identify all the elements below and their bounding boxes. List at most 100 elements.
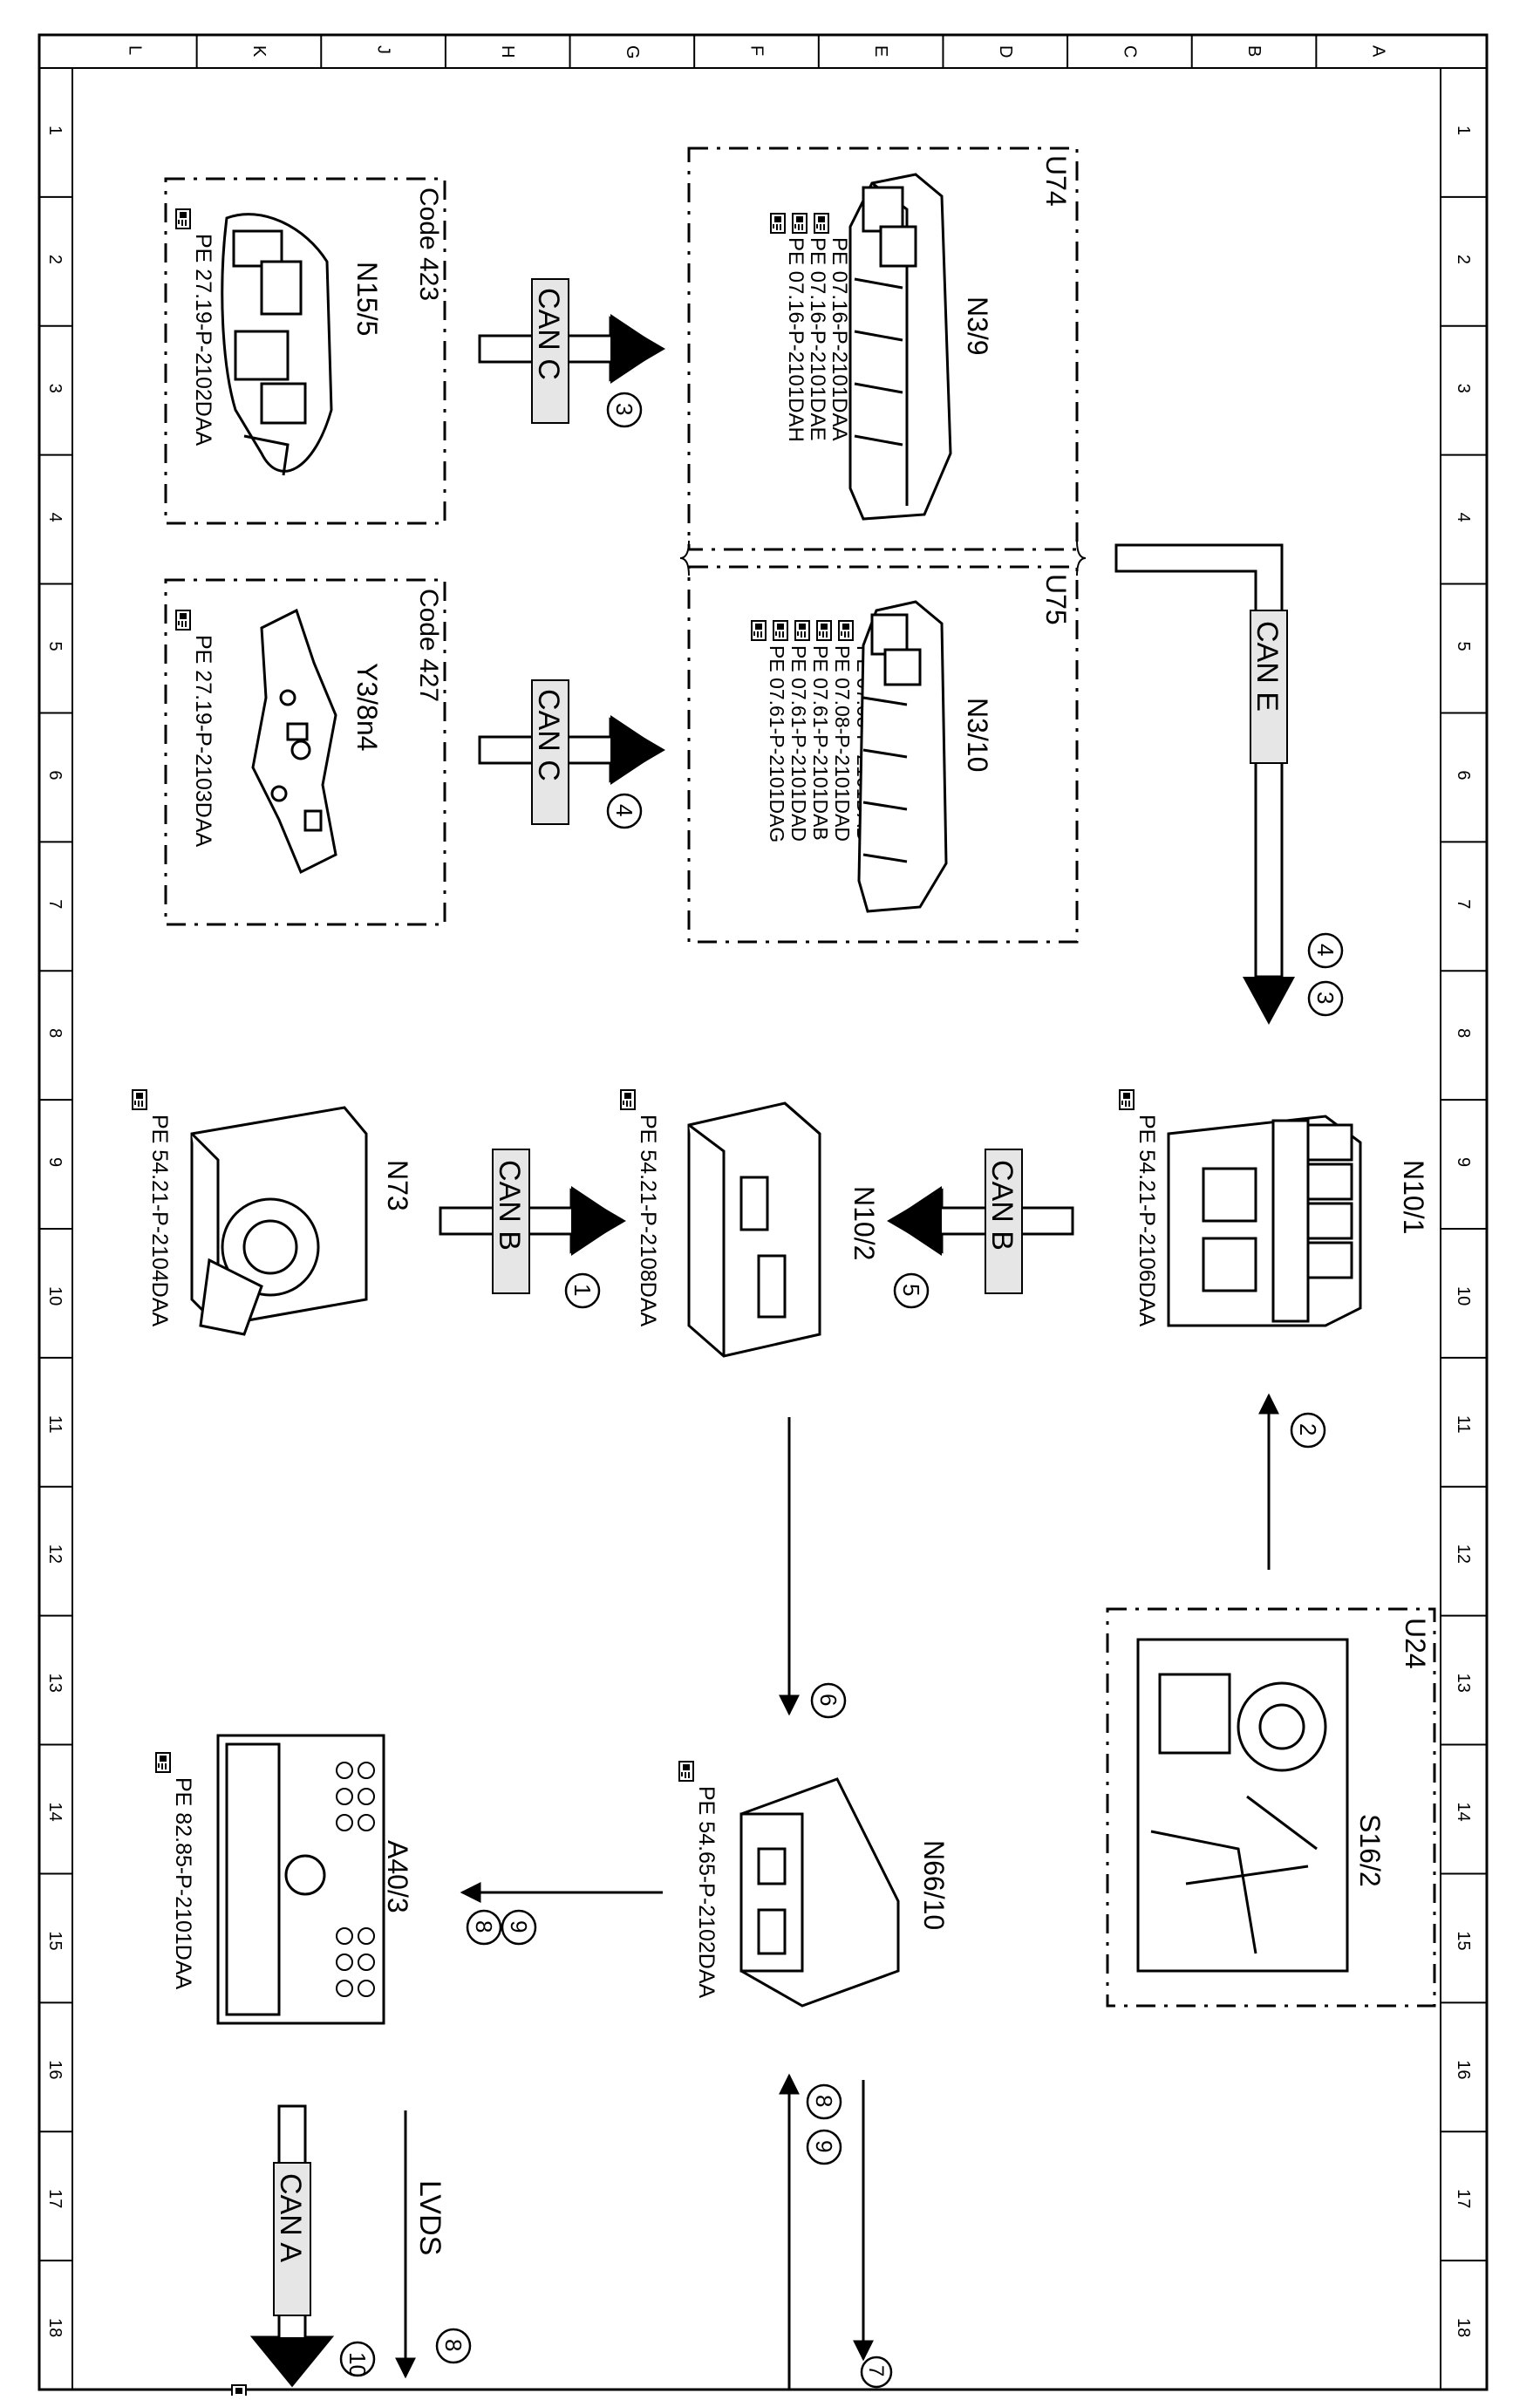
row-label-9: 9 [45, 1157, 65, 1167]
n66-10-label: N66/10 [918, 1840, 950, 1930]
u74-u75-brace [679, 540, 690, 576]
u75-label: U75 [1040, 574, 1072, 625]
reference-hand-icon [175, 208, 191, 229]
u24-box [1106, 1607, 1436, 2008]
reference-hand-icon [155, 1752, 171, 1773]
row-label-11: 11 [1454, 1415, 1473, 1434]
can-c-link-3: CAN C 3 [478, 278, 665, 428]
n3-9-ref-3: PE 07.16-P-2101DAH [784, 237, 807, 442]
y3-8n4-part-icon [251, 608, 337, 875]
row-label-4: 4 [45, 513, 65, 522]
can-e-link: CAN E 4 3 [1114, 543, 1344, 1025]
s16-2-label: S16/2 [1354, 1814, 1386, 1887]
step-number-circle [606, 793, 643, 829]
row-label-15: 15 [1454, 1931, 1473, 1950]
row-label-7: 7 [45, 899, 65, 909]
column-label-A: A [1369, 45, 1388, 58]
row-label-2: 2 [45, 255, 65, 264]
column-label-F: F [747, 45, 767, 56]
row-label-11: 11 [45, 1415, 65, 1434]
can-a-label: CAN A [274, 2173, 307, 2262]
n10-2-group: N10/2 PE 54.21-P-2108DAA [620, 1089, 880, 1358]
row-label-8: 8 [1454, 1028, 1473, 1038]
reference-hand-icon [770, 213, 786, 234]
row-label-9: 9 [1454, 1157, 1473, 1167]
n3-10-ref-4: PE 07.61-P-2101DAD [787, 645, 810, 842]
row-label-12: 12 [45, 1544, 65, 1564]
row-label-3: 3 [45, 384, 65, 393]
u74-group: U74 N3/9 PE 07.16-P-2101DAA PE 07.16-P-2… [687, 147, 1079, 551]
u24-label: U24 [1400, 1618, 1431, 1669]
reference-hand-icon [132, 1089, 147, 1110]
column-label-B: B [1244, 45, 1264, 57]
row-label-14: 14 [1454, 1803, 1473, 1822]
a40-3-group: A40/3 PE 82.85-P-2101DAA [155, 1734, 413, 2025]
step-number-3: 3 [611, 403, 637, 415]
n73-group: N73 PE 54.21-P-2104DAA [132, 1089, 413, 1336]
reference-hand-icon [816, 620, 832, 641]
n3-9-label: N3/9 [962, 297, 993, 356]
u74-box [687, 147, 1079, 551]
s16-2-photo-icon [1136, 1638, 1349, 1973]
n10-2-label: N10/2 [848, 1186, 880, 1260]
reference-hand-icon [231, 2384, 247, 2400]
column-label-L: L [125, 45, 144, 55]
column-label-J: J [374, 45, 393, 54]
n10-2-ref: PE 54.21-P-2108DAA [636, 1115, 660, 1327]
row-label-7: 7 [1454, 899, 1473, 909]
reference-hand-icon [620, 1089, 636, 1110]
reference-hand-icon [175, 610, 191, 631]
n3-9-ecu-icon [848, 173, 952, 521]
n10-2-module-icon [687, 1101, 821, 1358]
reference-hand-icon [751, 620, 767, 641]
u74-u75-brace-right [1076, 540, 1087, 576]
can-c-link-4: CAN C 4 [478, 679, 665, 829]
row-label-4: 4 [1454, 513, 1473, 522]
step-number-5: 5 [898, 1284, 924, 1296]
column-label-E: E [871, 45, 890, 57]
row-label-6: 6 [1454, 770, 1473, 780]
code-423-label: Code 423 [414, 188, 443, 301]
can-b-link-1: CAN B 1 [439, 1149, 626, 1309]
column-label-G: G [623, 45, 642, 59]
row-label-5: 5 [45, 642, 65, 651]
y3-8n4-ref: PE 27.19-P-2103DAA [191, 635, 215, 848]
n3-10-ref-3: PE 07.61-P-2101DAB [809, 645, 832, 841]
reference-hand-icon [678, 1761, 694, 1782]
step-number-4: 4 [611, 804, 637, 816]
step-number-9: 9 [811, 2140, 837, 2152]
n73-label: N73 [382, 1160, 413, 1211]
column-label-C: C [1120, 45, 1139, 58]
code-427-group: Code 427 Y3/8n4 PE 27.19-P-2103DAA [164, 578, 446, 926]
n73-ref: PE 54.21-P-2104DAA [147, 1115, 172, 1327]
reference-hand-icon [792, 213, 807, 234]
step-number-9: 9 [506, 1920, 532, 1933]
column-label-K: K [249, 45, 269, 58]
u75-group: U75 N3/10 PE 07.08-P-2101DAB PE 07.08-P-… [687, 565, 1079, 944]
row-label-15: 15 [45, 1931, 65, 1950]
row-label-13: 13 [45, 1674, 65, 1693]
can-b-label: CAN B [493, 1160, 526, 1251]
row-label-16: 16 [1454, 2060, 1473, 2079]
row-label-1: 1 [1454, 126, 1473, 135]
n10-1-ref: PE 54.21-P-2106DAA [1135, 1115, 1159, 1327]
n15-5-ref: PE 27.19-P-2102DAA [191, 234, 215, 447]
a40-3-label: A40/3 [382, 1840, 413, 1913]
row-label-12: 12 [1454, 1544, 1473, 1564]
reference-hand-icon [773, 620, 788, 641]
u75-box [687, 565, 1079, 944]
n3-10-ref-5: PE 07.61-P-2101DAG [766, 645, 788, 842]
step-number-2: 2 [1295, 1423, 1321, 1435]
n66-10-module-icon [739, 1777, 900, 2008]
code-423-group: Code 423 N15/5 PE 27.19-P-2102DAA [164, 177, 446, 525]
n66-10-group: N66/10 PE 54.65-P-2102DAA [678, 1761, 950, 2008]
reference-hand-icon [838, 620, 854, 641]
y3-8n4-label: Y3/8n4 [351, 663, 383, 751]
can-b-label: CAN B [985, 1160, 1019, 1251]
row-label-1: 1 [45, 126, 65, 135]
step-number-6: 6 [815, 1694, 842, 1706]
a40-3-ref: PE 82.85-P-2101DAA [171, 1777, 195, 1990]
n3-10-ecu-icon [857, 600, 948, 913]
